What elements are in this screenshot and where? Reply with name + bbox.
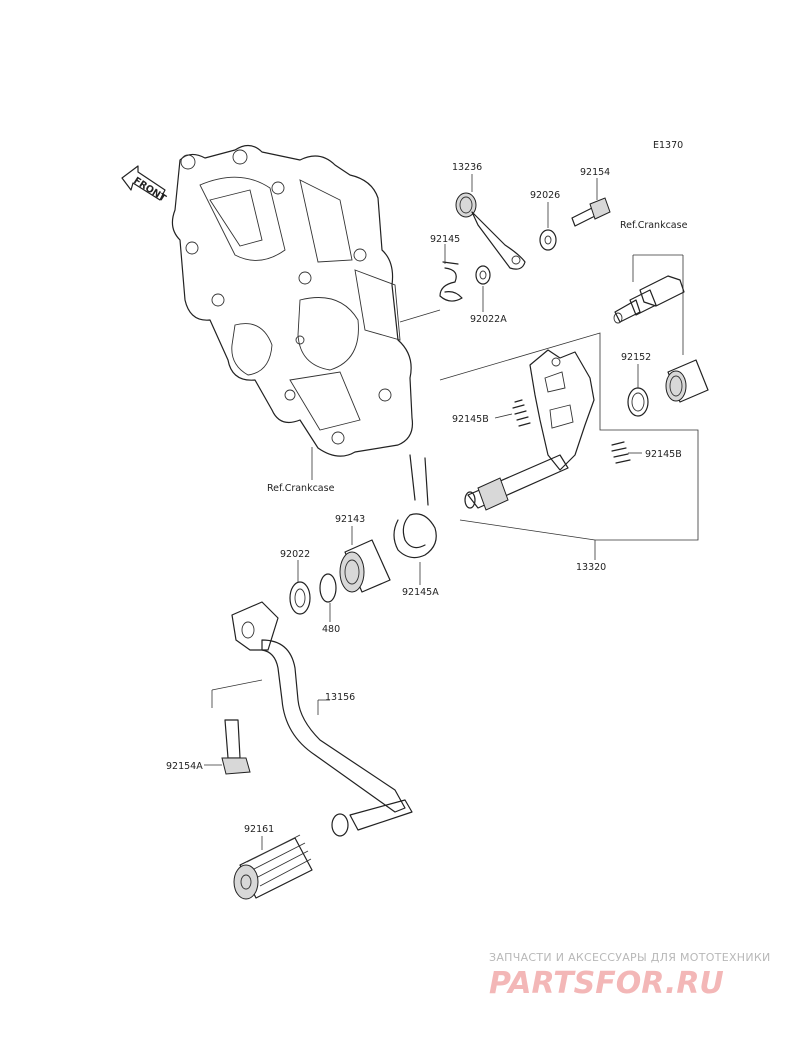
part-92152-seal: [627, 387, 649, 417]
part-ref-crankcase-stud: [613, 275, 685, 324]
part-92145B-spring-right: [611, 441, 631, 464]
part-92026-washer: [539, 229, 557, 251]
label-92161: 92161: [244, 824, 274, 835]
part-92154A-bolt: [221, 719, 251, 775]
part-shift-shaft: [464, 454, 569, 511]
label-92022A: 92022A: [470, 314, 507, 325]
diagram-code: E1370: [653, 140, 683, 151]
label-480: 480: [322, 624, 340, 635]
label-13156: 13156: [325, 692, 355, 703]
label-92143: 92143: [335, 514, 365, 525]
label-ref-crankcase-bottom: Ref.Crankcase: [267, 483, 335, 494]
label-92154: 92154: [580, 167, 610, 178]
label-92145B-left: 92145B: [452, 414, 489, 425]
part-13236-arm: [455, 192, 526, 270]
part-92022-washer: [289, 581, 311, 615]
part-92143-collar: [339, 539, 391, 593]
part-needle-bearing: [665, 359, 709, 403]
part-92145-spring: [439, 261, 463, 302]
label-92145: 92145: [430, 234, 460, 245]
label-92152: 92152: [621, 352, 651, 363]
watermark-tagline: ЗАПЧАСТИ И АКСЕССУАРЫ ДЛЯ МОТОТЕХНИКИ: [489, 951, 771, 964]
label-13320: 13320: [576, 562, 606, 573]
label-92145A: 92145A: [402, 587, 439, 598]
watermark-logo: PARTSFOR.RU: [489, 966, 724, 1001]
crankcase-cover: [171, 144, 441, 480]
part-480-circlip: [319, 573, 337, 603]
label-ref-crankcase-top: Ref.Crankcase: [620, 220, 688, 231]
part-92145B-spring-left: [512, 399, 531, 427]
part-13156-pedal: [231, 601, 413, 837]
label-92026: 92026: [530, 190, 560, 201]
front-arrow-icon: FRONT: [121, 165, 168, 205]
part-92022A-washer: [475, 265, 491, 285]
part-92154-bolt: [571, 197, 611, 227]
part-92145A-spring: [393, 454, 437, 559]
label-92022: 92022: [280, 549, 310, 560]
part-shift-plate: [529, 349, 595, 471]
label-92154A: 92154A: [166, 761, 203, 772]
label-13236: 13236: [452, 162, 482, 173]
label-92145B-right: 92145B: [645, 449, 682, 460]
part-92161-grip: [233, 834, 313, 900]
